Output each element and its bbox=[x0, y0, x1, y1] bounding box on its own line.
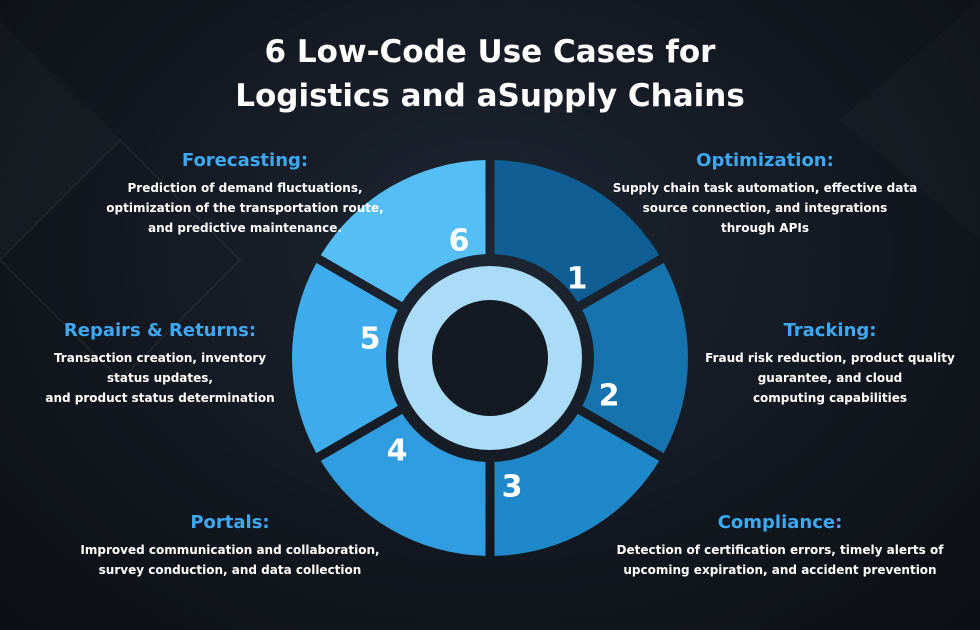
segment-2 bbox=[582, 262, 688, 454]
text-forecasting: Prediction of demand fluctuations, optim… bbox=[106, 181, 384, 235]
block-portals: Portals: Improved communication and coll… bbox=[70, 512, 390, 580]
segment-number-1: 1 bbox=[567, 262, 588, 297]
title-line-1: 6 Low-Code Use Cases for bbox=[264, 34, 716, 70]
segment-4 bbox=[320, 413, 486, 556]
text-optimization: Supply chain task automation, effective … bbox=[612, 181, 918, 235]
heading-compliance: Compliance: bbox=[717, 512, 843, 533]
segment-6 bbox=[320, 160, 486, 303]
segment-numbers: 1 2 3 4 5 6 bbox=[360, 224, 620, 505]
inner-hole bbox=[432, 300, 548, 416]
segment-number-2: 2 bbox=[599, 379, 620, 414]
block-repairs-returns: Repairs & Returns: Transaction creation,… bbox=[30, 320, 290, 408]
title-line-2: Logistics and aSupply Chains bbox=[235, 78, 745, 114]
text-repairs-returns: Transaction creation, inventory status u… bbox=[45, 351, 275, 405]
page-title: 6 Low-Code Use Cases for Logistics and a… bbox=[0, 30, 980, 118]
segment-1 bbox=[494, 160, 660, 303]
heading-optimization: Optimization: bbox=[696, 150, 834, 171]
segment-number-5: 5 bbox=[360, 322, 381, 357]
text-compliance: Detection of certification errors, timel… bbox=[616, 543, 944, 577]
block-compliance: Compliance: Detection of certification e… bbox=[600, 512, 960, 580]
block-optimization: Optimization: Supply chain task automati… bbox=[600, 150, 930, 238]
heading-portals: Portals: bbox=[190, 512, 270, 533]
block-tracking: Tracking: Fraud risk reduction, product … bbox=[700, 320, 960, 408]
segment-number-3: 3 bbox=[502, 470, 523, 505]
heading-forecasting: Forecasting: bbox=[181, 150, 309, 171]
block-forecasting: Forecasting: Prediction of demand fluctu… bbox=[70, 150, 420, 238]
segment-3 bbox=[494, 413, 660, 556]
text-tracking: Fraud risk reduction, product quality gu… bbox=[705, 351, 955, 405]
text-portals: Improved communication and collaboration… bbox=[80, 543, 380, 577]
segment-number-4: 4 bbox=[387, 434, 408, 469]
segments-group bbox=[291, 160, 688, 556]
segment-5 bbox=[291, 262, 398, 454]
heading-repairs-returns: Repairs & Returns: bbox=[63, 320, 257, 341]
heading-tracking: Tracking: bbox=[783, 320, 877, 341]
segment-number-6: 6 bbox=[449, 224, 470, 259]
